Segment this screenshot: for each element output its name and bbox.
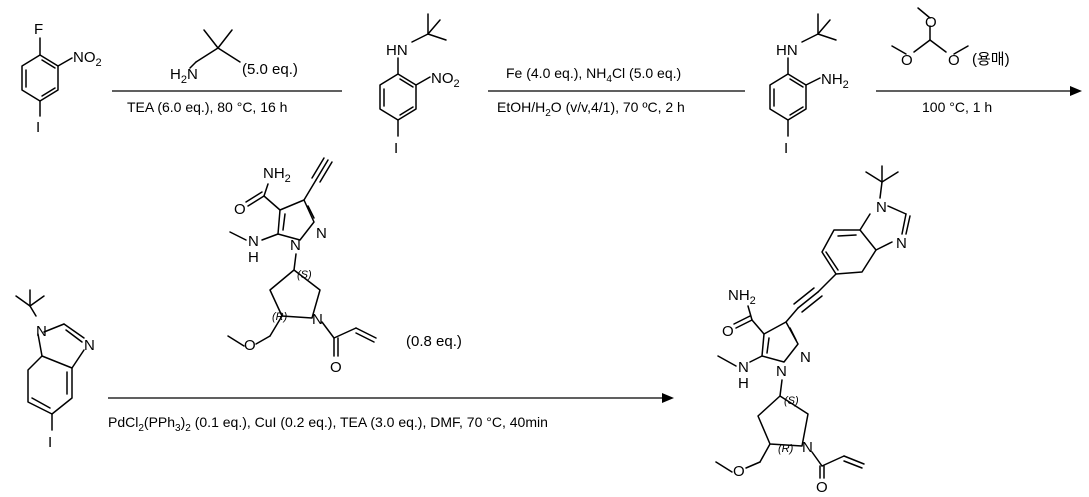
svg-text:N: N [876,199,887,216]
svg-text:O: O [722,323,734,340]
step2-conditions-top: Fe (4.0 eq.), NH4Cl (5.0 eq.) [506,65,681,85]
nitro-group-label: NO2 [73,49,102,69]
reagent-eq: (0.8 eq.) [406,333,462,350]
stereo-S: (S) [297,269,312,281]
amide-nh2-label: NH2 [728,287,756,307]
atom-HN: HN [776,42,798,59]
amino-group-label: NH2 [821,71,849,91]
svg-text:N: N [802,439,813,456]
amine-eq: (5.0 eq.) [242,61,298,78]
svg-text:H: H [248,249,259,266]
svg-text:N: N [896,235,907,252]
compound-fluoro-nitro-iodobenzene: F NO2 I [22,21,102,136]
reaction-arrow-2: Fe (4.0 eq.), NH4Cl (5.0 eq.) EtOH/H2O (… [488,65,745,119]
stereo-S: (S) [784,395,799,407]
nitro-group-label: NO2 [431,70,460,90]
step1-conditions: TEA (6.0 eq.), 80 °C, 16 h [127,99,287,115]
svg-text:O: O [733,463,745,480]
stereo-R: (R) [778,443,794,455]
atom-HN: HN [386,42,408,59]
svg-text:O: O [816,479,828,496]
atom-I: I [394,140,398,157]
stereo-R: (R) [272,311,288,323]
atom-I: I [36,119,40,136]
step2-conditions-bottom: EtOH/H2O (v/v,4/1), 70 ºC, 2 h [497,99,685,119]
compound-product: N N NH2 O N N N H [716,166,910,496]
atom-I: I [48,434,52,451]
compound-tbutyl-iodo-diamine: HN NH2 I [770,14,849,157]
svg-text:H: H [738,375,749,392]
reaction-arrow-4: PdCl2(PPh3)2 (0.1 eq.), CuI (0.2 eq.), T… [108,393,674,434]
solvent-note: (용매) [972,51,1010,68]
svg-text:O: O [244,337,256,354]
atom-I: I [784,140,788,157]
svg-text:O: O [901,52,913,69]
svg-text:N: N [738,359,749,376]
svg-text:N: N [776,363,787,380]
svg-text:N: N [290,237,301,254]
amide-nh2-label: NH2 [263,165,291,185]
svg-text:O: O [330,359,342,376]
svg-text:N: N [248,233,259,250]
svg-text:O: O [925,14,937,31]
atom-F: F [34,21,43,38]
compound-tbutyl-nitro-iodoaniline: HN NO2 I [380,14,460,157]
atom-N: N [84,337,95,354]
reagent-pyrazole-alkyne: NH2 O N N N H (S) (R) N O [228,158,462,376]
step3-conditions: 100 °C, 1 h [922,99,992,115]
svg-text:N: N [800,349,811,366]
reaction-arrow-1: H2N (5.0 eq.) TEA (6.0 eq.), 80 °C, 16 h [112,30,342,115]
step4-conditions: PdCl2(PPh3)2 (0.1 eq.), CuI (0.2 eq.), T… [108,414,548,434]
amine-label: H2N [170,66,198,86]
svg-text:N: N [312,311,323,328]
compound-tbutyl-iodobenzimidazole: N N I [16,290,95,451]
atom-N: N [36,323,47,340]
svg-text:O: O [948,52,960,69]
reaction-arrow-3: O O O (용매) 100 °C, 1 h [876,8,1082,115]
svg-text:O: O [234,201,246,218]
svg-text:N: N [316,225,327,242]
